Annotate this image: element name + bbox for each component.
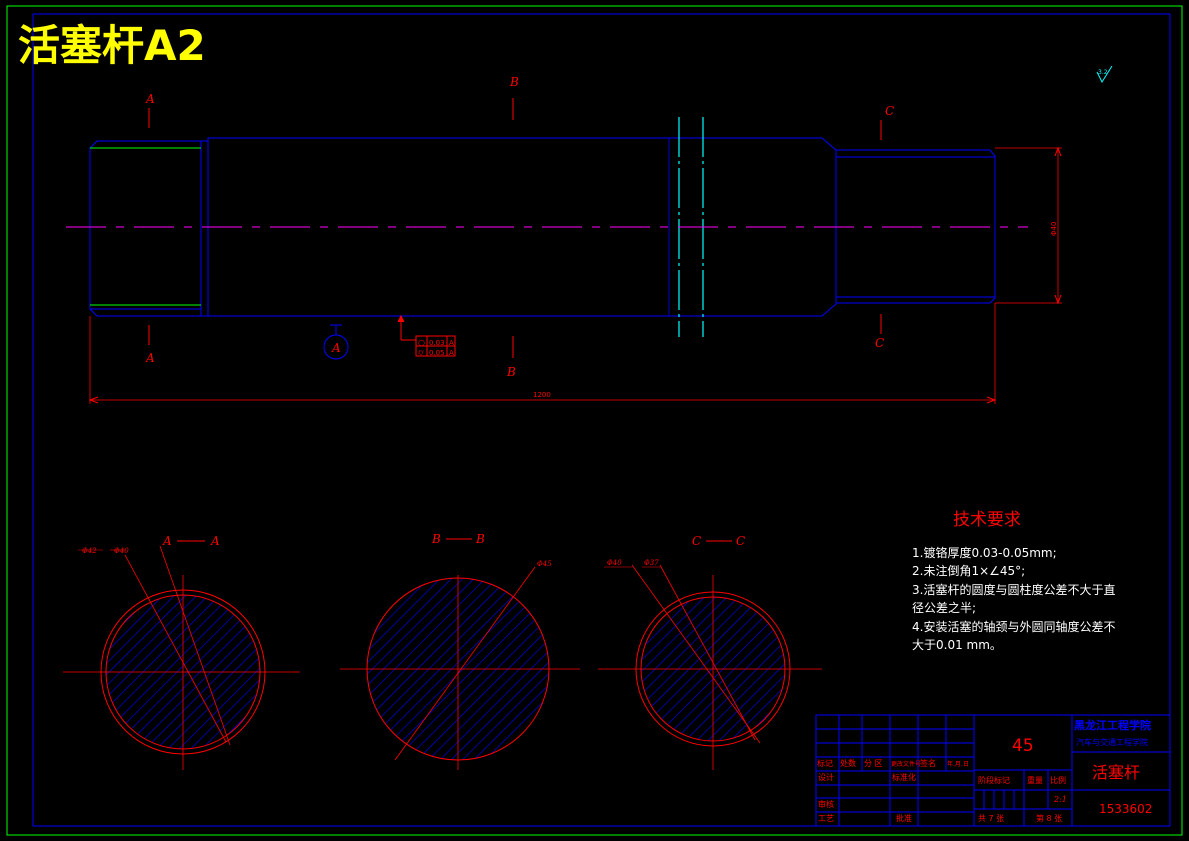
tb-label-stage-mark: 阶段标记: [978, 775, 1010, 785]
datum-label: A: [331, 341, 341, 355]
section-label-b-bottom: B: [506, 365, 516, 379]
section-label-c-top: C: [885, 104, 894, 118]
tb-label-review: 审核: [818, 799, 834, 809]
tb-label-date: 年.月.日: [947, 760, 969, 768]
outer-frame: [6, 5, 1183, 836]
drawing-title: 活塞杆A2: [18, 21, 206, 70]
tol-row1-datum: A: [449, 339, 454, 347]
section-cc-dim1: Φ40: [607, 559, 622, 567]
tol-row2-datum: A: [449, 349, 454, 357]
section-bb-left: B: [431, 532, 441, 546]
section-cc: [598, 564, 822, 770]
tb-label-mark: 标记: [817, 758, 833, 768]
tb-label-sheet-no: 第 8 张: [1036, 813, 1062, 823]
tol-row2-symbol: ⌭: [418, 348, 424, 357]
diameter-dimension: [995, 146, 1062, 305]
tb-department: 汽车与交通工程学院: [1076, 737, 1148, 747]
section-bb-right: B: [475, 532, 485, 546]
datum-symbol: [323, 324, 349, 360]
section-aa: [63, 545, 300, 770]
inner-frame: [32, 13, 1171, 827]
title-block: [815, 714, 1171, 827]
tb-school: 黑龙江工程学院: [1074, 718, 1151, 732]
section-label-b-top: B: [509, 75, 519, 89]
section-marks: [148, 98, 882, 358]
tb-scale: 2:1: [1053, 795, 1067, 804]
tech-req-item: 3.活塞杆的圆度与圆柱度公差不大于直: [912, 582, 1115, 597]
tolerance-frame: [397, 314, 456, 357]
tech-req-heading: 技术要求: [953, 510, 1021, 530]
section-aa-right: A: [210, 534, 220, 548]
section-label-a-top: A: [145, 92, 155, 106]
section-bb: [340, 566, 580, 770]
length-dimension: [88, 303, 997, 404]
tb-label-change-doc: 更改文件号: [891, 760, 921, 768]
tech-req-item: 1.镀铬厚度0.03-0.05mm;: [912, 545, 1057, 560]
tb-label-weight: 重量: [1027, 775, 1043, 785]
tb-label-design: 设计: [818, 772, 834, 782]
tb-label-approve: 批准: [896, 813, 912, 823]
section-cc-dim2: Φ37: [644, 559, 659, 567]
section-bb-dim1: Φ45: [537, 560, 552, 568]
section-aa-left: A: [162, 534, 172, 548]
tech-req-item: 大于0.01 mm。: [912, 638, 1002, 652]
section-aa-dim1: Φ42: [82, 547, 97, 555]
tb-drawing-no: 1533602: [1099, 802, 1152, 816]
shaft-main-view: [66, 117, 1028, 337]
tb-label-ratio: 比例: [1050, 775, 1066, 785]
tech-req-item: 径公差之半;: [912, 601, 976, 615]
svg-text:3.2: 3.2: [1098, 69, 1108, 76]
section-label-a-bottom: A: [145, 351, 155, 365]
length-dim-text: 1200: [533, 391, 551, 399]
tb-part-name: 活塞杆: [1092, 763, 1140, 782]
tech-req-item: 4.安装活塞的轴颈与外圆同轴度公差不: [912, 619, 1115, 634]
diameter-dim-text: Φ40: [1050, 222, 1058, 236]
tb-label-count: 处数: [840, 758, 856, 768]
section-cc-right: C: [736, 534, 745, 548]
section-aa-dim2: Φ40: [114, 547, 129, 555]
roughness-icon: 3.2: [1096, 65, 1113, 84]
tb-label-signature: 签名: [920, 758, 936, 768]
section-label-c-bottom: C: [875, 336, 884, 350]
tb-label-standardize: 标准化: [892, 772, 916, 782]
tb-material: 45: [1012, 736, 1034, 756]
tb-label-process: 工艺: [818, 814, 834, 823]
tol-row1-value: 0.03: [429, 339, 445, 347]
tech-req-item: 2.未注倒角1×∠45°;: [912, 563, 1025, 578]
tb-label-total-sheets: 共 7 张: [978, 814, 1004, 823]
section-cc-left: C: [692, 534, 701, 548]
tol-row2-value: 0.05: [429, 349, 445, 357]
tol-row1-symbol: ○: [418, 338, 425, 347]
tb-label-zone: 分 区: [864, 759, 883, 768]
